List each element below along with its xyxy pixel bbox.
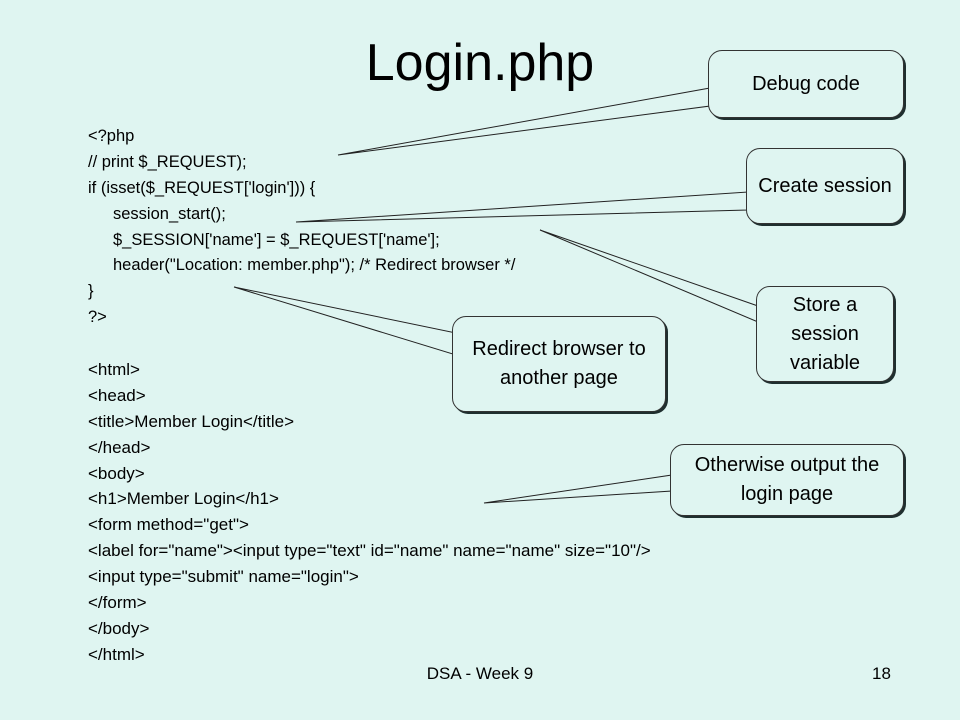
code-line: <label for="name"><input type="text" id=… (88, 541, 651, 561)
callout-store-variable-text: Store a session variable (789, 293, 861, 374)
code-line: <head> (88, 385, 146, 405)
leader-debug (337, 87, 711, 156)
leader-create-session (295, 191, 749, 223)
code-line: <body> (88, 463, 145, 483)
callout-redirect-browser: Redirect browser to another page (452, 316, 666, 412)
code-line: } (88, 282, 94, 301)
code-line: header("Location: member.php"); /* Redir… (113, 256, 516, 275)
footer-course-label: DSA - Week 9 (426, 664, 534, 683)
code-line: <title>Member Login</title> (88, 411, 295, 431)
code-line: </form> (88, 593, 147, 613)
callout-redirect-browser-text: Redirect browser to another page (472, 338, 646, 389)
leader-store-variable (539, 229, 759, 323)
code-line: </body> (88, 618, 150, 638)
code-line: $_SESSION['name'] = $_REQUEST['name']; (113, 230, 440, 249)
code-line: session_start(); (113, 204, 226, 223)
code-line: <html> (88, 360, 140, 380)
code-line: <?php (88, 127, 135, 145)
callout-otherwise-output-text: Otherwise output the login page (694, 454, 880, 505)
callout-otherwise-output: Otherwise output the login page (670, 444, 904, 516)
callout-store-variable: Store a session variable (756, 286, 894, 382)
code-listing: <?php // print $_REQUEST);if (isset($_REQ… (88, 124, 651, 668)
code-line: ?> (88, 308, 107, 327)
callout-debug-code-text: Debug code (752, 72, 860, 95)
callout-create-session: Create session (746, 148, 904, 224)
footer-page-number: 18 (872, 664, 891, 683)
callout-debug-code: Debug code (708, 50, 904, 118)
callout-create-session-text: Create session (758, 174, 892, 197)
code-line: </head> (88, 437, 151, 457)
code-line: <input type="submit" name="login"> (88, 567, 359, 587)
code-line: <form method="get"> (88, 515, 249, 535)
code-line: </html> (88, 644, 145, 664)
leader-redirect (233, 286, 457, 356)
leader-otherwise (483, 474, 673, 504)
code-line: <h1>Member Login</h1> (88, 489, 279, 509)
slide-title: Login.php (365, 34, 595, 92)
code-line: if (isset($_REQUEST['login'])) { (88, 178, 316, 197)
code-line: // print $_REQUEST); (88, 152, 247, 171)
